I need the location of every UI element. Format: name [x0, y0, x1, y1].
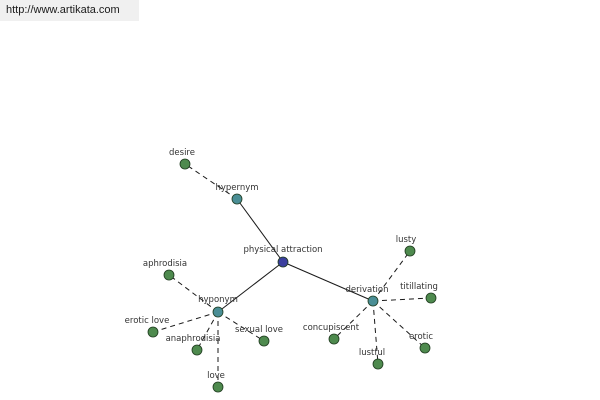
edge-hyponym-to-erotic-love	[152, 311, 219, 333]
node-dot-hypernym[interactable]	[231, 193, 243, 205]
node-label-root: physical attraction	[243, 245, 322, 255]
node-sexual-love[interactable]: sexual love	[235, 325, 283, 347]
edge-root-to-derivation	[282, 261, 374, 302]
node-dot-erotic[interactable]	[419, 342, 431, 354]
node-dot-concupiscent[interactable]	[328, 333, 340, 345]
edge-hyponym-to-aphrodisia	[168, 274, 219, 313]
node-erotic[interactable]: erotic	[409, 332, 433, 354]
node-derivation[interactable]: derivation	[345, 285, 389, 307]
node-label-hypernym: hypernym	[215, 183, 258, 193]
node-dot-sexual-love[interactable]	[258, 335, 270, 347]
node-label-desire: desire	[169, 148, 195, 158]
node-dot-hyponym[interactable]	[212, 306, 224, 318]
node-label-erotic-love: erotic love	[125, 316, 170, 326]
node-label-derivation: derivation	[345, 285, 388, 295]
node-label-aphrodisia: aphrodisia	[143, 259, 187, 269]
node-dot-desire[interactable]	[179, 158, 191, 170]
edge-hypernym-to-desire	[184, 163, 238, 200]
edge-derivation-to-lusty	[372, 250, 411, 302]
node-label-anaphrodisia: anaphrodisia	[166, 334, 221, 344]
node-label-tillating: titillating	[400, 282, 438, 292]
edge-root-to-hypernym	[236, 198, 284, 263]
edge-derivation-to-erotic	[372, 300, 426, 349]
node-label-erotic: erotic	[409, 332, 433, 342]
node-label-love: love	[207, 371, 225, 381]
node-tillating[interactable]: titillating	[400, 282, 438, 304]
edge-root-to-hyponym	[217, 261, 284, 313]
node-hyponym[interactable]: hyponym	[198, 295, 238, 318]
node-dot-lusty[interactable]	[404, 245, 416, 257]
node-concupiscent[interactable]: concupiscent	[303, 323, 360, 345]
node-anaphrodisia[interactable]: anaphrodisia	[166, 334, 221, 356]
node-dot-derivation[interactable]	[367, 295, 379, 307]
edge-hyponym-to-sexual-love	[217, 311, 265, 342]
node-label-hyponym: hyponym	[198, 295, 238, 305]
node-label-sexual-love: sexual love	[235, 325, 283, 335]
node-hypernym[interactable]: hypernym	[215, 183, 259, 205]
node-label-lustful: lustful	[359, 348, 385, 358]
node-erotic-love[interactable]: erotic love	[125, 316, 170, 338]
node-lusty[interactable]: lusty	[396, 235, 417, 257]
node-dot-love[interactable]	[212, 381, 224, 393]
node-label-lusty: lusty	[396, 235, 417, 245]
node-dot-lustful[interactable]	[372, 358, 384, 370]
node-dot-erotic-love[interactable]	[147, 326, 159, 338]
edge-derivation-to-concupiscent	[333, 300, 374, 340]
node-dot-anaphrodisia[interactable]	[191, 344, 203, 356]
node-dot-tillating[interactable]	[425, 292, 437, 304]
edge-derivation-to-tillating	[372, 297, 432, 302]
edge-hyponym-to-anaphrodisia	[196, 311, 219, 351]
graph-edges	[152, 163, 432, 387]
node-aphrodisia[interactable]: aphrodisia	[143, 259, 187, 281]
node-desire[interactable]: desire	[169, 148, 195, 170]
node-label-concupiscent: concupiscent	[303, 323, 360, 333]
edge-derivation-to-lustful	[372, 300, 379, 365]
source-url[interactable]: http://www.artikata.com	[0, 0, 139, 21]
node-lustful[interactable]: lustful	[359, 348, 385, 370]
graph-nodes: physical attraction hypernym hyponym deriva…	[125, 148, 438, 393]
node-dot-aphrodisia[interactable]	[163, 269, 175, 281]
node-love[interactable]: love	[207, 371, 225, 393]
node-dot-root[interactable]	[277, 256, 289, 268]
node-root[interactable]: physical attraction	[243, 245, 323, 268]
